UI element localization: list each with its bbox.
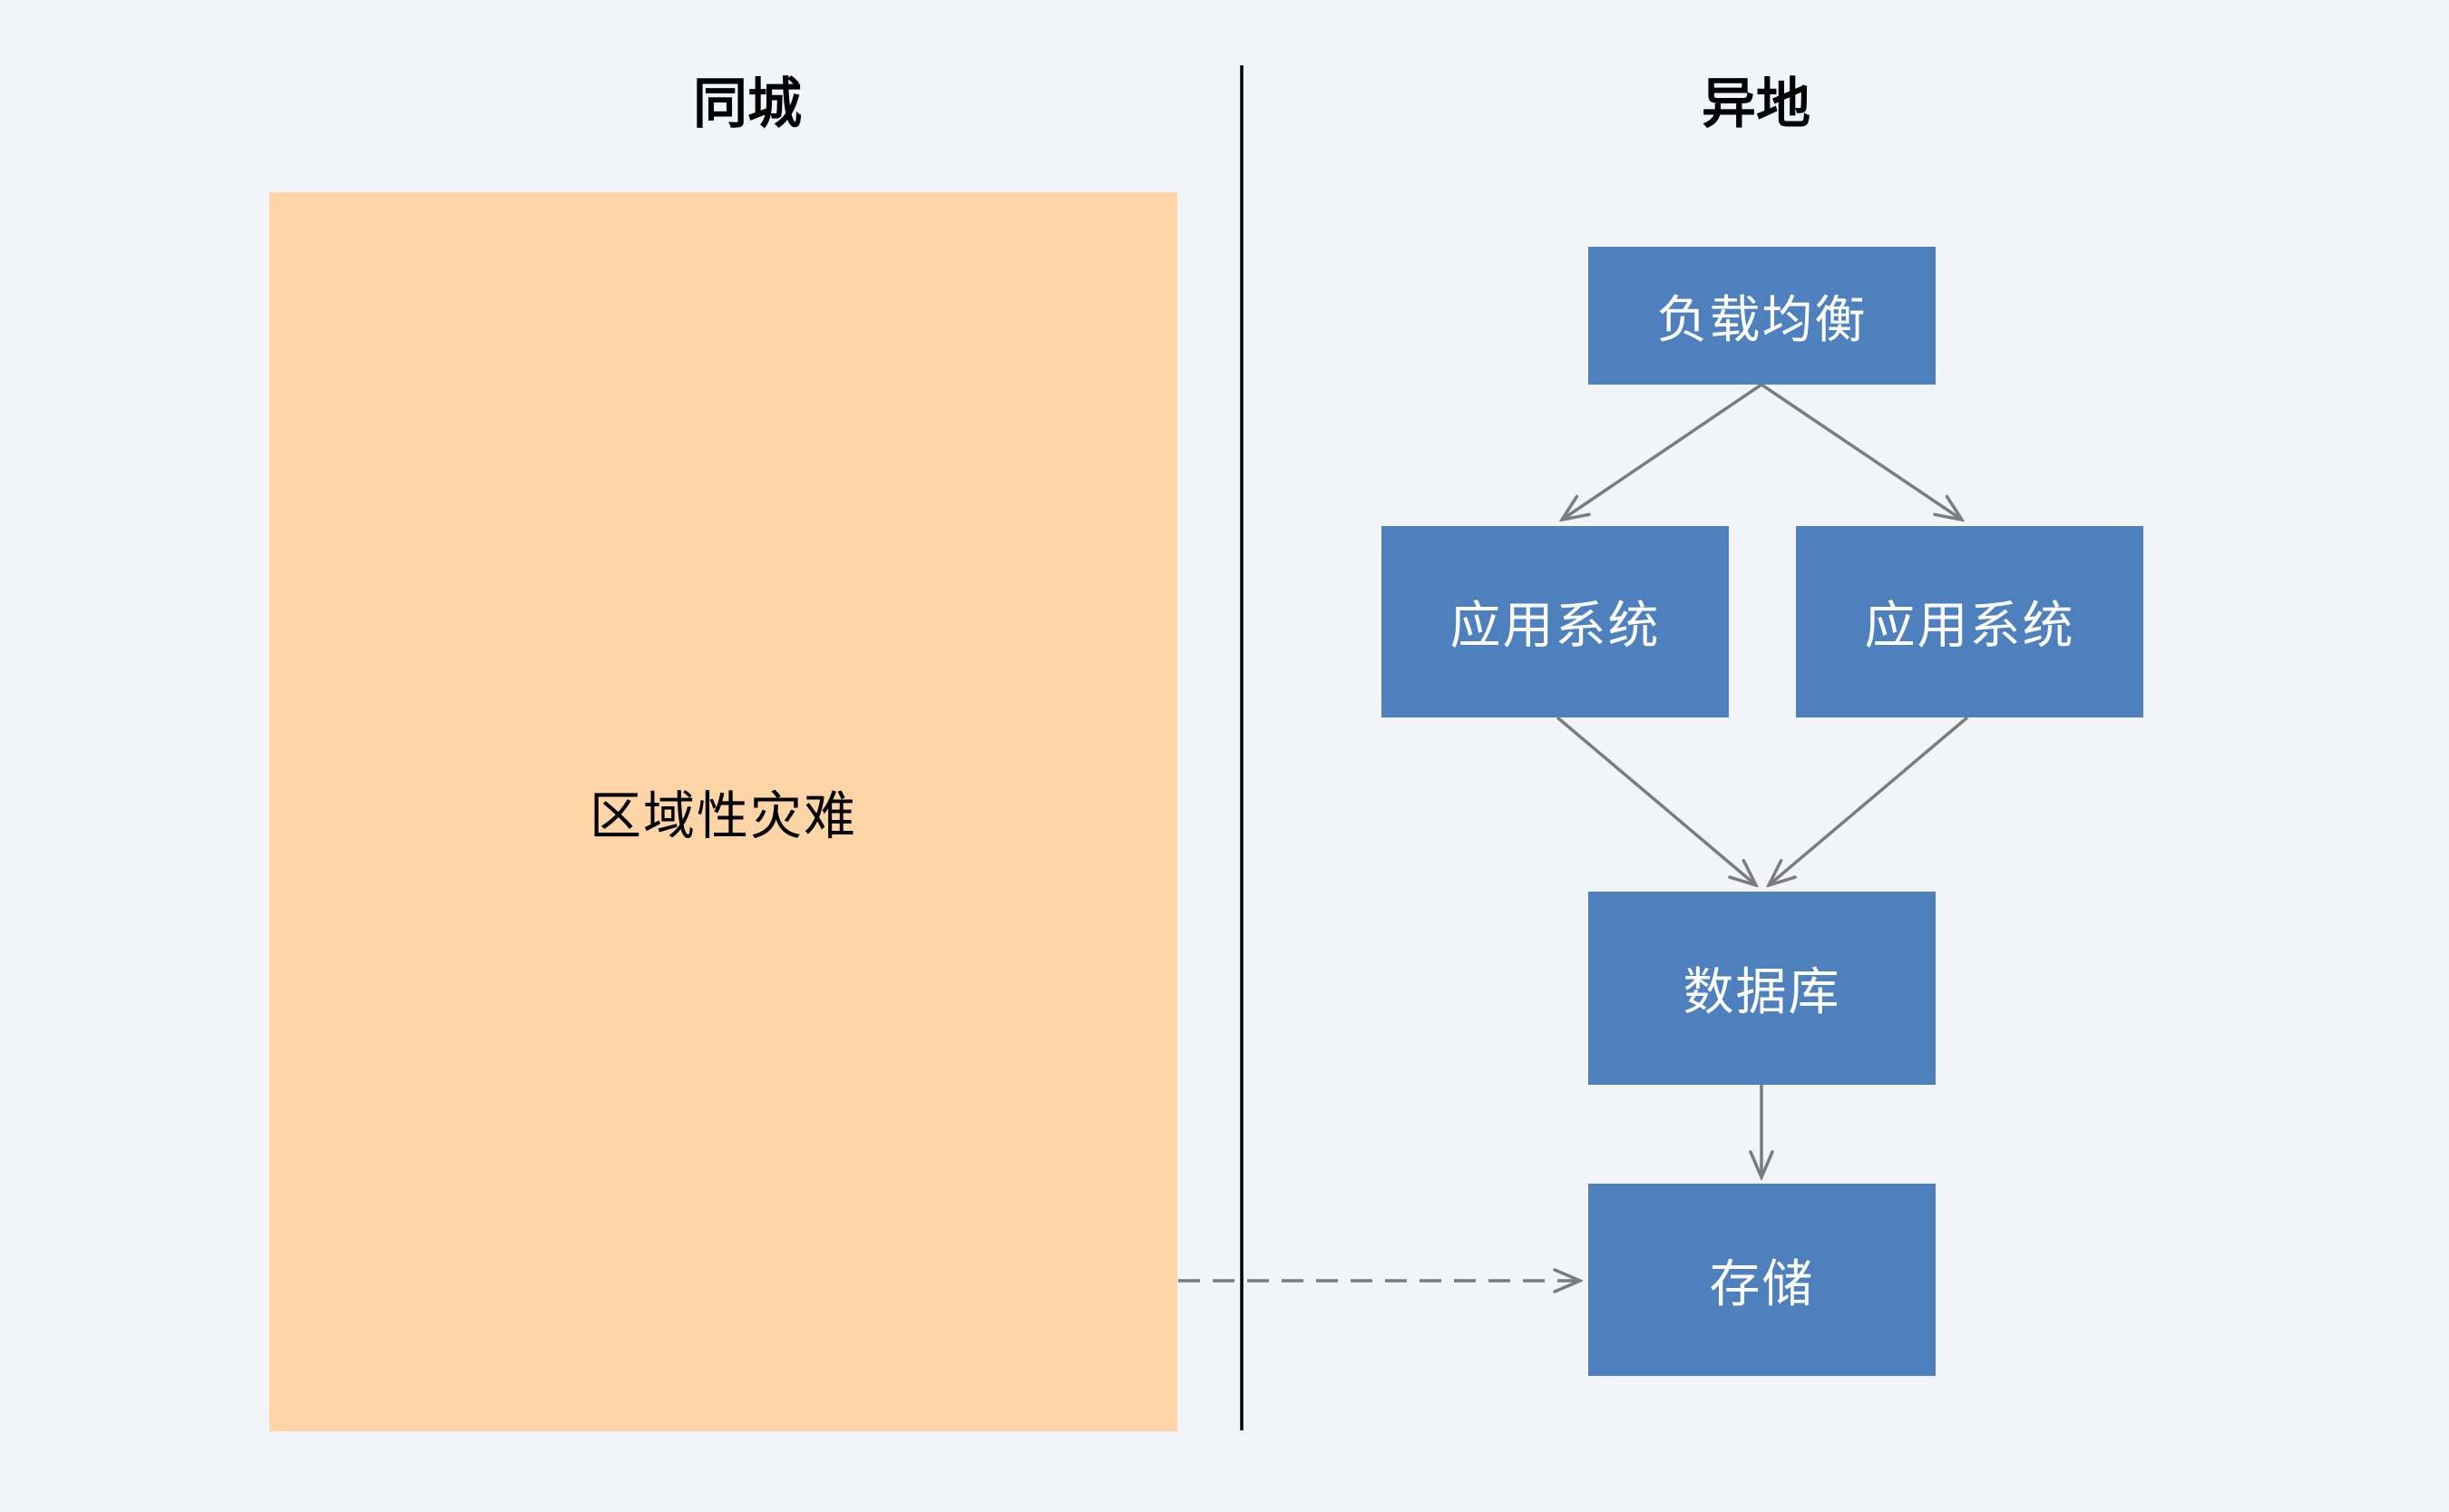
remote-site-title: 异地 [1702, 73, 1810, 134]
storage-label: 存储 [1709, 1254, 1815, 1312]
regional-disaster-label: 区域性灾难 [590, 787, 857, 845]
database-node: 数据库 [1588, 892, 1936, 1085]
app-system-1-label: 应用系统 [1449, 597, 1661, 654]
app-system-2-label: 应用系统 [1864, 597, 2075, 654]
load-balancer-node: 负载均衡 [1588, 247, 1936, 385]
edge-loadbalancer-to-app2 [1761, 383, 1962, 520]
same-city-title: 同城 [693, 73, 802, 134]
database-label: 数据库 [1683, 963, 1841, 1020]
storage-node: 存储 [1588, 1184, 1936, 1376]
regional-disaster-region: 区域性灾难 [269, 192, 1177, 1431]
app-system-1-node: 应用系统 [1381, 526, 1729, 717]
edge-app1-to-database [1556, 716, 1756, 885]
edge-app2-to-database [1769, 716, 1969, 885]
app-system-2-node: 应用系统 [1796, 526, 2143, 717]
edge-loadbalancer-to-app1 [1562, 383, 1762, 520]
load-balancer-label: 负载均衡 [1656, 290, 1868, 348]
